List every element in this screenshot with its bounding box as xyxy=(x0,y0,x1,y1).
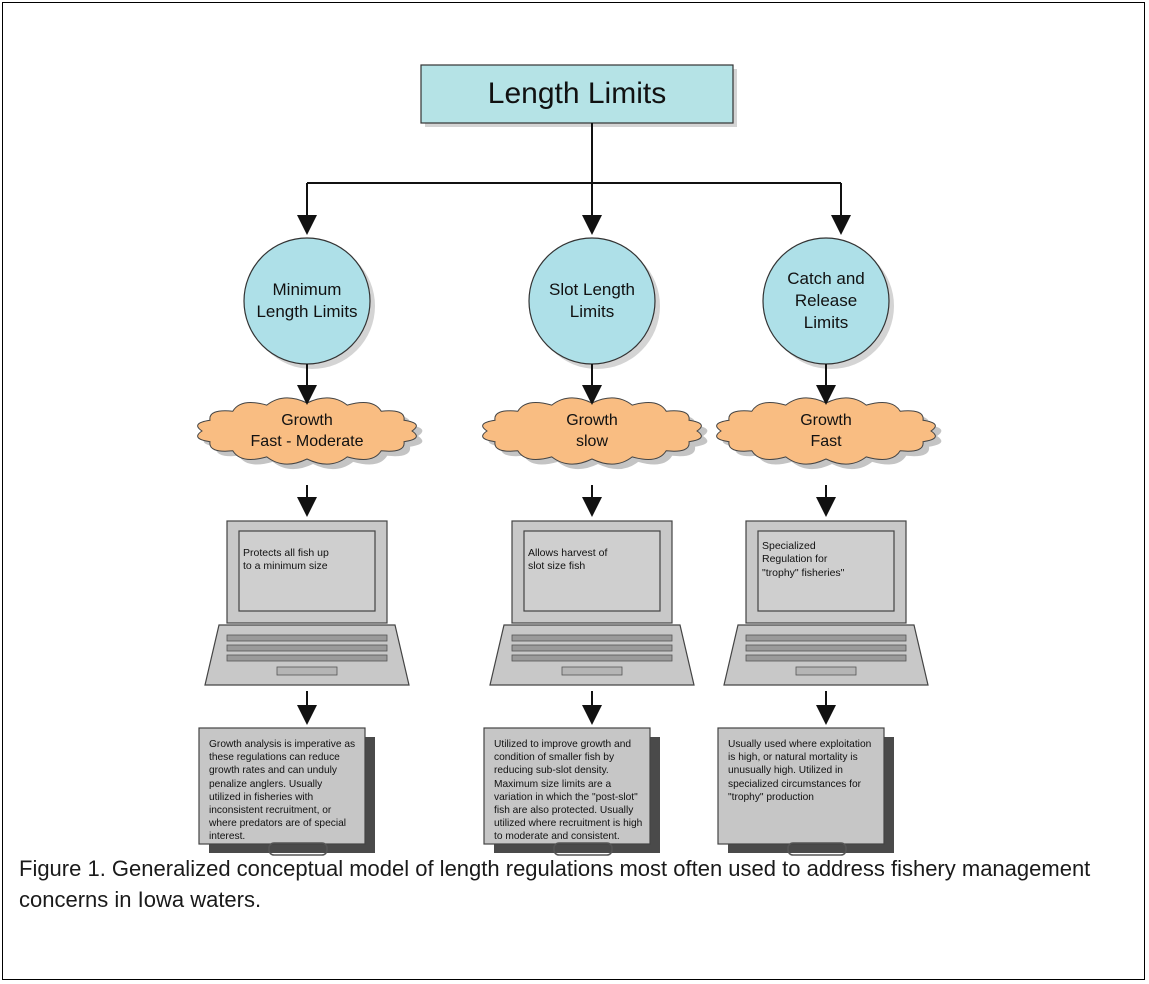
growth-label: Growth slow xyxy=(502,406,682,456)
laptop-key-row xyxy=(745,634,907,642)
description-text-line: Maximum size limits are a xyxy=(494,778,612,790)
description-text-line: to moderate and consistent. xyxy=(494,831,620,843)
laptop-key-row xyxy=(745,654,907,662)
length-limits-diagram xyxy=(197,64,942,856)
growth-label-line: slow xyxy=(575,433,608,450)
laptop-screen xyxy=(757,530,895,612)
growth-label-line: Growth xyxy=(800,412,852,429)
description-text-line: where predators are of special xyxy=(209,818,347,830)
description-clip xyxy=(787,842,847,856)
laptop-key-row xyxy=(511,634,673,642)
limit-type-label-line: Length Limits xyxy=(256,302,358,321)
description-text-line: utilized where recruitment is high xyxy=(494,818,643,830)
growth-label-line: Growth xyxy=(566,412,618,429)
laptop-key-row xyxy=(511,654,673,662)
laptop-trackpad xyxy=(276,666,338,676)
description-text-line: unusually high. Utilized in xyxy=(728,765,843,777)
description-text-line: inconsistent recruitment, or xyxy=(209,805,332,817)
growth-cloud xyxy=(197,397,417,465)
growth-label-line: Fast - Moderate xyxy=(250,433,364,450)
description-text-line: interest. xyxy=(209,831,246,843)
description-text-line: fish are also protected. Usually xyxy=(494,805,634,817)
limit-type-label-line: Catch and xyxy=(787,269,865,288)
description-text-line: condition of smaller fish by xyxy=(494,752,615,764)
laptop-screen-text-line: Allows harvest of xyxy=(528,546,608,559)
description-text-line: variation in which the "post-slot" xyxy=(494,791,638,803)
description-text-line: utilized in fisheries with xyxy=(209,791,314,803)
laptop-screen-text-line: Specialized xyxy=(762,539,816,552)
description-text-line: "trophy" production xyxy=(728,791,814,803)
laptop-screen-text-line: Regulation for xyxy=(762,553,828,566)
laptop-screen-text-line: to a minimum size xyxy=(243,560,328,572)
description-text-line: these regulations can reduce xyxy=(209,752,340,764)
description-box xyxy=(198,727,366,845)
laptop-screen-text-line: slot size fish xyxy=(528,560,586,572)
laptop-key-row xyxy=(745,644,907,652)
laptop-screen xyxy=(238,530,376,612)
limit-type-label-line: Minimum xyxy=(272,280,342,299)
laptop-trackpad xyxy=(795,666,857,676)
laptop-trackpad xyxy=(561,666,623,676)
description-text-line: is high, or natural mortality is xyxy=(728,752,858,764)
growth-label-line: Fast xyxy=(810,433,842,450)
description-text: Growth analysis is imperative as these re… xyxy=(209,738,359,850)
limit-type-label-line: Limits xyxy=(569,302,615,321)
description-box xyxy=(717,727,885,845)
limit-type-label-line: Limits xyxy=(803,313,849,332)
laptop-key-row xyxy=(511,644,673,652)
figure-caption: Figure 1. Generalized conceptual model o… xyxy=(19,856,1091,912)
description-text-line: penalize anglers. Usually xyxy=(209,778,323,790)
growth-label-line: Growth xyxy=(281,412,333,429)
laptop-screen-text-line: Protects all fish up xyxy=(243,546,329,559)
growth-cloud xyxy=(716,397,936,465)
diagram-title: Length Limits xyxy=(487,77,667,110)
laptop-screen-text-line: "trophy" fisheries" xyxy=(762,566,845,579)
limit-type-label-line: Slot Length xyxy=(548,280,635,299)
laptop-key-row xyxy=(226,654,388,662)
description-clip xyxy=(553,842,613,856)
description-text-line: Utilized to improve growth and xyxy=(494,739,632,750)
description-box xyxy=(483,727,651,845)
description-text-line: Usually used where exploitation xyxy=(728,739,872,750)
description-text-line: Growth analysis is imperative as xyxy=(209,739,356,750)
description-text-line: growth rates and can unduly xyxy=(209,765,337,777)
laptop-key-row xyxy=(226,634,388,642)
description-text-line: specialized circumstances for xyxy=(728,778,862,790)
description-text: Utilized to improve growth and condition … xyxy=(494,738,644,850)
limit-type-label-line: Release xyxy=(794,291,858,310)
description-clip xyxy=(268,842,328,856)
laptop-screen xyxy=(523,530,661,612)
description-text: Usually used where exploitation is high, … xyxy=(728,738,878,850)
description-text-line: reducing sub-slot density. xyxy=(494,765,609,777)
title-box xyxy=(420,64,734,124)
growth-cloud xyxy=(482,397,702,465)
laptop-key-row xyxy=(226,644,388,652)
